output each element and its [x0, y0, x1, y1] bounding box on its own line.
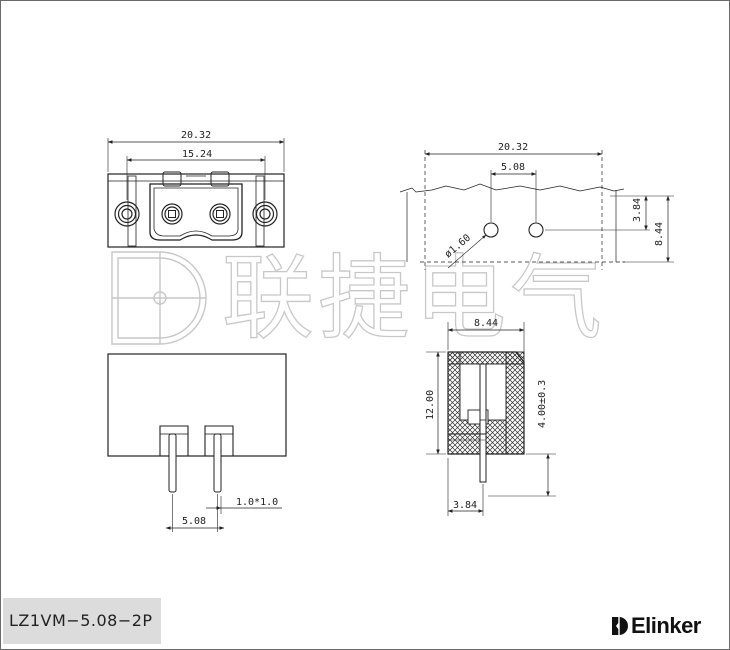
pcb-layout-view	[399, 150, 674, 270]
side-view	[426, 322, 556, 516]
elinker-logo-icon	[612, 617, 628, 635]
pcb-width-label: 20.32	[498, 142, 528, 153]
title-block: LZ1VM−5.08−2P	[3, 598, 161, 644]
side-pin-offset-label: 3.84	[453, 500, 477, 511]
side-pin-length-label: 4.00±0.3	[537, 380, 548, 428]
brand-logo: Elinker	[611, 613, 701, 639]
side-height-label: 12.00	[425, 390, 436, 420]
front-view	[107, 138, 285, 248]
brand-name: Elinker	[631, 613, 701, 638]
pcb-depth-label: 8.44	[654, 222, 665, 246]
watermark-text: 联捷电气	[222, 245, 606, 352]
bottom-pin-size-label: 1.0*1.0	[236, 497, 278, 508]
pcb-row-offset-label: 3.84	[632, 198, 643, 222]
side-depth-label: 8.44	[474, 318, 498, 329]
watermark: 联捷电气	[111, 244, 606, 353]
watermark-logo-icon	[111, 251, 207, 345]
bottom-pitch-label: 5.08	[182, 516, 206, 527]
bottom-view	[107, 353, 287, 532]
front-pitch-label: 15.24	[182, 149, 212, 160]
model-number: LZ1VM−5.08−2P	[9, 611, 153, 630]
front-width-label: 20.32	[181, 130, 211, 141]
pcb-pitch-label: 5.08	[501, 162, 525, 173]
